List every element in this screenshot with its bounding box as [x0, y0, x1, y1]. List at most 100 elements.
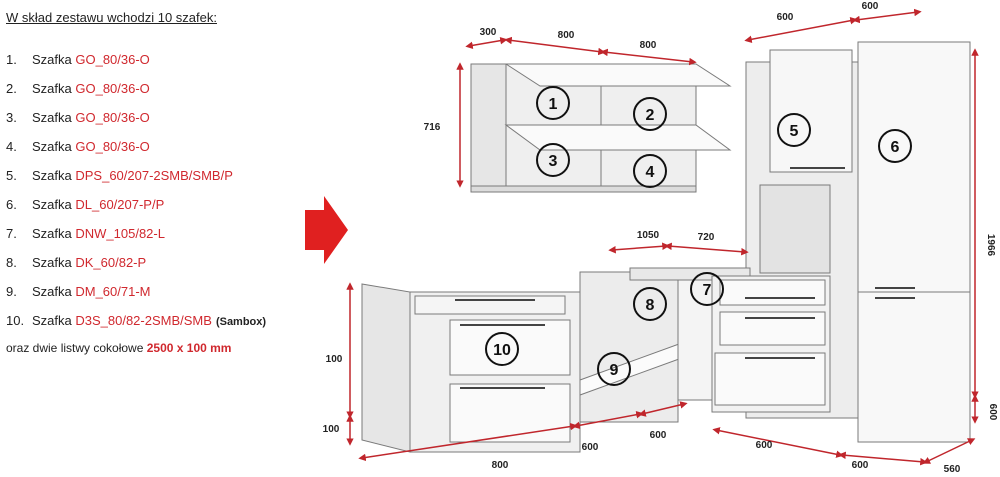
dimension-label: 800 [558, 30, 575, 41]
item-prefix: Szafka [32, 110, 76, 125]
marker-circle [633, 97, 667, 131]
item-code: DPS_60/207-2SMB/SMB/P [75, 168, 233, 183]
item-prefix: Szafka [32, 81, 76, 96]
dimension-label: 800 [492, 460, 509, 471]
cabinet-list-item: 10. Szafka D3S_80/82-2SMB/SMB(Sambox) [6, 313, 266, 328]
dimension-label: 600 [650, 430, 667, 441]
cabinet-list-item: 8. Szafka DK_60/82-P [6, 255, 146, 270]
marker-number: 3 [549, 153, 558, 170]
marker-circle [690, 272, 724, 306]
item-code: GO_80/36-O [75, 139, 150, 154]
dimension-label: 800 [640, 40, 657, 51]
dimension-label: 716 [424, 122, 441, 133]
marker-number: 5 [790, 123, 799, 140]
plinth-note: oraz dwie listwy cokołowe 2500 x 100 mm [6, 341, 231, 355]
cabinet-marker-7: 7 [690, 272, 724, 306]
item-code: GO_80/36-O [75, 52, 150, 67]
item-code: GO_80/36-O [75, 81, 150, 96]
item-code: GO_80/36-O [75, 110, 150, 125]
dimension-label: 600 [582, 442, 599, 453]
marker-number: 4 [646, 164, 655, 181]
dimension-label: 600 [987, 404, 998, 421]
cabinet-number-markers: 1 2 3 4 5 6 7 8 9 10 [485, 86, 912, 386]
list-heading: W skład zestawu wchodzi 10 szafek: [6, 10, 217, 25]
cabinet-marker-2: 2 [633, 97, 667, 131]
marker-circle [536, 86, 570, 120]
item-number: 7. [6, 226, 17, 241]
item-prefix: Szafka [32, 52, 76, 67]
marker-number: 2 [646, 107, 655, 124]
cabinet-marker-6: 6 [878, 129, 912, 163]
cabinet-marker-10: 10 [485, 332, 519, 366]
dimension-label: 560 [944, 464, 961, 475]
item-code: DL_60/207-P/P [75, 197, 165, 212]
dimension-label: 720 [698, 232, 715, 243]
right-arrow-icon [305, 196, 348, 264]
item-prefix: Szafka [32, 168, 76, 183]
marker-circle [633, 287, 667, 321]
cabinet-marker-1: 1 [536, 86, 570, 120]
marker-number: 1 [549, 96, 558, 113]
item-note: (Sambox) [215, 316, 267, 328]
dimension-label: 600 [756, 440, 773, 451]
marker-circle [633, 154, 667, 188]
item-number: 2. [6, 81, 17, 96]
item-code: D3S_80/82-2SMB/SMB [75, 313, 212, 328]
item-number: 8. [6, 255, 17, 270]
dimension-label: 600 [777, 12, 794, 23]
item-number: 3. [6, 110, 17, 125]
cabinet-list-item: 3. Szafka GO_80/36-O [6, 110, 150, 125]
marker-number: 8 [646, 297, 655, 314]
item-prefix: Szafka [32, 197, 76, 212]
dimension-label: 100 [326, 354, 343, 365]
marker-circle [597, 352, 631, 386]
item-prefix: Szafka [32, 139, 76, 154]
cabinet-list-item: 2. Szafka GO_80/36-O [6, 81, 150, 96]
dimension-label: 100 [323, 424, 340, 435]
dimension-label: 600 [852, 460, 869, 471]
marker-circle [485, 332, 519, 366]
cabinet-marker-9: 9 [597, 352, 631, 386]
item-number: 10. [6, 313, 25, 328]
plinth-note-text: oraz dwie listwy cokołowe [6, 341, 144, 355]
marker-circle [878, 129, 912, 163]
item-prefix: Szafka [32, 284, 76, 299]
marker-number: 7 [703, 282, 712, 299]
marker-number: 6 [891, 139, 900, 156]
plinth-dimension: 2500 x 100 mm [146, 341, 232, 355]
cabinet-list-item: 7. Szafka DNW_105/82-L [6, 226, 165, 241]
cabinet-list-item: 6. Szafka DL_60/207-P/P [6, 197, 164, 212]
item-code: DK_60/82-P [75, 255, 147, 270]
dimension-label: 600 [862, 1, 879, 12]
item-number: 4. [6, 139, 17, 154]
base-cabinets [361, 267, 831, 453]
item-code: DNW_105/82-L [75, 226, 165, 241]
item-number: 9. [6, 284, 17, 299]
cabinet-list-item: 4. Szafka GO_80/36-O [6, 139, 150, 154]
item-code: DM_60/71-M [75, 284, 151, 299]
cabinet-list: W skład zestawu wchodzi 10 szafek: 1. Sza… [0, 0, 300, 477]
marker-circle [536, 143, 570, 177]
dimension-label: 1050 [637, 230, 660, 241]
cabinet-marker-4: 4 [633, 154, 667, 188]
item-prefix: Szafka [32, 226, 76, 241]
item-prefix: Szafka [32, 313, 76, 328]
item-prefix: Szafka [32, 255, 76, 270]
cabinet-marker-3: 3 [536, 143, 570, 177]
item-number: 6. [6, 197, 17, 212]
cabinet-list-item: 9. Szafka DM_60/71-M [6, 284, 151, 299]
marker-number: 9 [610, 362, 619, 379]
item-number: 5. [6, 168, 17, 183]
marker-circle [777, 113, 811, 147]
wall-cabinets [470, 63, 732, 193]
dimension-label: 1966 [985, 234, 996, 257]
dimension-label: 300 [480, 27, 497, 38]
cabinet-marker-5: 5 [777, 113, 811, 147]
tall-cabinets [745, 41, 971, 443]
marker-number: 10 [493, 342, 511, 359]
item-number: 1. [6, 52, 17, 67]
cabinet-list-item: 5. Szafka DPS_60/207-2SMB/SMB/P [6, 168, 233, 183]
dimension-lines [346, 8, 979, 466]
